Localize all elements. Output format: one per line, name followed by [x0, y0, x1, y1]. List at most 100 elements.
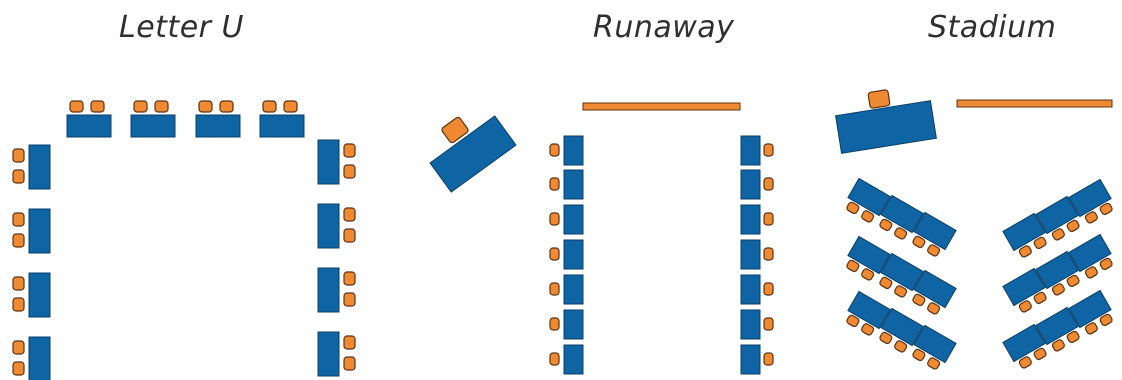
- chair: [1051, 283, 1065, 296]
- runaway-layout: [429, 102, 774, 375]
- chair: [846, 201, 860, 215]
- chair: [927, 244, 941, 257]
- chair: [441, 116, 469, 144]
- chair: [12, 169, 25, 184]
- desk: [563, 239, 584, 270]
- chair: [867, 89, 891, 109]
- chair: [861, 268, 875, 281]
- desk: [740, 204, 761, 235]
- desk: [1002, 323, 1046, 363]
- chair: [1018, 356, 1032, 369]
- desk: [28, 144, 51, 190]
- desk: [1068, 178, 1112, 218]
- desk: [1035, 306, 1079, 346]
- desk: [317, 203, 340, 249]
- chair: [1066, 219, 1080, 233]
- chair: [69, 100, 84, 113]
- title-runaway: Runaway: [593, 10, 735, 45]
- chair: [1099, 313, 1113, 327]
- chair: [927, 357, 941, 370]
- chair: [1033, 236, 1047, 250]
- chair: [763, 282, 774, 296]
- desk: [317, 267, 340, 313]
- desk: [563, 135, 584, 166]
- desk: [563, 204, 584, 235]
- desk: [1068, 289, 1112, 329]
- desk: [1035, 195, 1079, 235]
- chair: [343, 271, 356, 286]
- desk: [28, 336, 51, 380]
- desk: [740, 239, 761, 270]
- chair: [763, 352, 774, 366]
- chair: [1051, 228, 1065, 241]
- chair: [549, 177, 560, 191]
- desk: [195, 114, 241, 138]
- title-stadium: Stadium: [928, 10, 1057, 45]
- desk: [1068, 233, 1112, 273]
- chair: [763, 317, 774, 331]
- desk: [563, 309, 584, 340]
- chair: [1018, 300, 1032, 313]
- chair: [1033, 347, 1047, 361]
- chair: [343, 228, 356, 243]
- chair: [1066, 274, 1080, 288]
- chair: [549, 282, 560, 296]
- chair: [12, 340, 25, 355]
- chair: [12, 212, 25, 227]
- chair: [1051, 339, 1065, 352]
- desk: [429, 115, 517, 193]
- desk: [1002, 267, 1046, 307]
- chair: [283, 100, 298, 113]
- chair: [549, 317, 560, 331]
- chair: [879, 218, 893, 232]
- desk: [880, 194, 924, 234]
- desk: [317, 331, 340, 377]
- chair: [12, 297, 25, 312]
- desk: [847, 177, 891, 217]
- desk: [913, 269, 957, 309]
- desk: [130, 114, 176, 138]
- desk: [847, 235, 891, 275]
- chair: [894, 340, 908, 353]
- chair: [1033, 291, 1047, 305]
- chair: [1099, 202, 1113, 216]
- chair: [12, 361, 25, 376]
- desk: [28, 208, 51, 254]
- chair: [549, 352, 560, 366]
- chair: [343, 292, 356, 307]
- chair: [763, 143, 774, 157]
- chair: [846, 314, 860, 328]
- desk: [1002, 212, 1046, 252]
- desk: [913, 324, 957, 364]
- chair: [343, 143, 356, 158]
- chair: [1084, 322, 1098, 335]
- desk: [28, 272, 51, 318]
- desk: [563, 274, 584, 305]
- chair: [12, 233, 25, 248]
- chair: [343, 356, 356, 371]
- chair: [90, 100, 105, 113]
- chair: [912, 348, 926, 362]
- chair: [879, 276, 893, 290]
- title-letter-u: Letter U: [119, 10, 244, 45]
- board: [956, 99, 1113, 108]
- chair: [549, 247, 560, 261]
- desk: [740, 169, 761, 200]
- desk: [740, 135, 761, 166]
- chair: [1099, 257, 1113, 271]
- chair: [549, 212, 560, 226]
- desk: [880, 307, 924, 347]
- desk: [847, 290, 891, 330]
- desk: [740, 344, 761, 375]
- chair: [879, 331, 893, 345]
- chair: [927, 302, 941, 315]
- chair: [262, 100, 277, 113]
- chair: [763, 177, 774, 191]
- letter-u-layout: [12, 100, 356, 380]
- chair: [763, 212, 774, 226]
- chair: [894, 285, 908, 298]
- chair: [1084, 211, 1098, 224]
- chair: [219, 100, 234, 113]
- chair: [343, 335, 356, 350]
- chair: [763, 247, 774, 261]
